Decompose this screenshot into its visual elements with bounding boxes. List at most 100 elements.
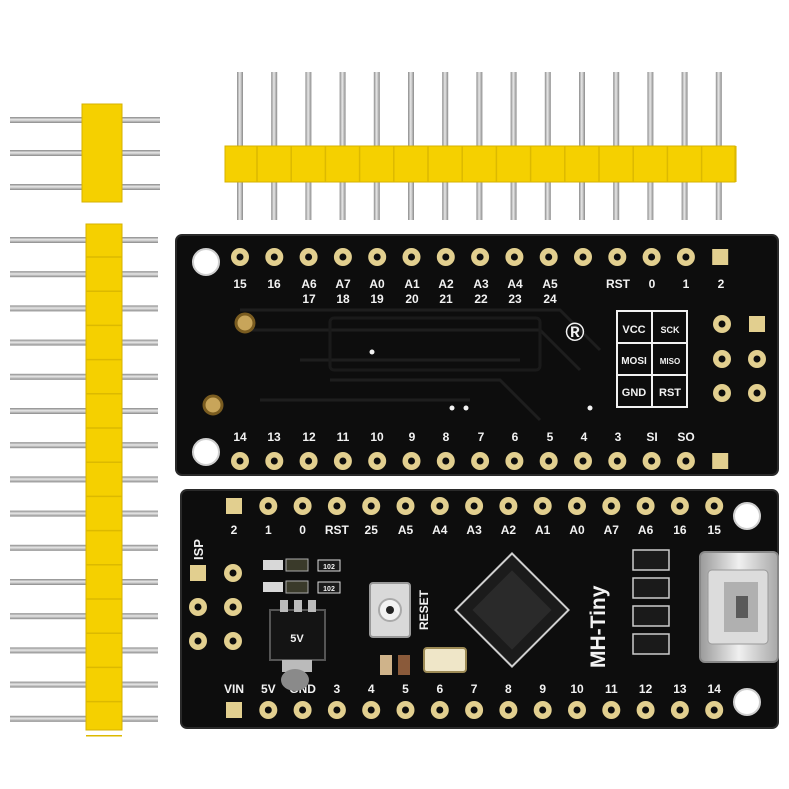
- pin-label: 6: [512, 430, 519, 444]
- pin-label: 5: [547, 430, 554, 444]
- pin-label: A5: [398, 523, 414, 537]
- pin-label: 3: [615, 430, 622, 444]
- isp-label: ISP: [191, 539, 206, 560]
- resonator: [423, 647, 467, 673]
- isp-box: VCC SCK MOSI MISO GND RST: [616, 310, 688, 408]
- pin-label: 3: [334, 682, 341, 696]
- pin-label: VIN: [224, 682, 244, 696]
- pin-label: 20: [405, 292, 419, 306]
- pin-label: 5V: [261, 682, 276, 696]
- micro-usb-port[interactable]: [699, 551, 779, 663]
- pin-label: 14: [233, 430, 247, 444]
- pin-label: SI: [646, 430, 657, 444]
- pin-label: A1: [535, 523, 551, 537]
- pin-label: A4: [432, 523, 448, 537]
- pin-label: 21: [439, 292, 453, 306]
- pin-label: 12: [639, 682, 653, 696]
- header-pin: [10, 579, 158, 585]
- pad-square: [190, 565, 206, 581]
- header-pin: [10, 544, 158, 551]
- pin-label: A6: [638, 523, 654, 537]
- mount-hole: [192, 438, 220, 466]
- mount-hole: [733, 688, 761, 716]
- pin-header-long: [10, 223, 158, 737]
- pin-label: 12: [302, 430, 316, 444]
- pin-label: 25: [365, 523, 379, 537]
- pin-label: A1: [404, 277, 420, 291]
- pad-square: [226, 498, 242, 514]
- isp-gnd-label: GND: [622, 387, 647, 399]
- mount-hole: [733, 502, 761, 530]
- pin-label: 16: [267, 277, 281, 291]
- smd-components: [632, 549, 670, 655]
- pin-label: A2: [438, 277, 454, 291]
- isp-miso-label: MISO: [660, 357, 680, 366]
- pad-square: [712, 249, 729, 265]
- reset-button[interactable]: [369, 582, 411, 638]
- pin-label: 15: [708, 523, 722, 537]
- pin-label: 13: [673, 682, 687, 696]
- voltage-regulator: 5V: [269, 600, 326, 691]
- pin-label: 10: [570, 682, 584, 696]
- header-pin: [10, 613, 158, 620]
- header-pin: [10, 339, 158, 346]
- isp-rst-label: RST: [659, 387, 681, 399]
- pin-label: A4: [507, 277, 523, 291]
- pin-label: A3: [473, 277, 489, 291]
- header-pin: [10, 476, 158, 483]
- pin-label: 10: [370, 430, 384, 444]
- pin-label: A2: [501, 523, 517, 537]
- pad-square: [712, 453, 729, 469]
- pin-label: A6: [301, 277, 317, 291]
- pad-row-bottom: [226, 701, 724, 719]
- pad-row-top: [231, 248, 729, 266]
- pin-label: 17: [302, 292, 316, 306]
- pin-label: 11: [605, 682, 618, 696]
- antenna-pad: [234, 312, 256, 334]
- pin-label: 14: [708, 682, 722, 696]
- antenna-pad: [202, 394, 224, 416]
- pin-label: 7: [471, 682, 478, 696]
- pin-header-15: [224, 72, 737, 220]
- pin-label: 18: [336, 292, 350, 306]
- pin-label: A7: [335, 277, 351, 291]
- pin-label: A7: [604, 523, 620, 537]
- pin-label: 13: [267, 430, 281, 444]
- pad-column-isp: [713, 315, 766, 402]
- pin-label: 8: [443, 430, 450, 444]
- pin-label: A0: [369, 277, 385, 291]
- header-pin: [10, 647, 158, 654]
- pin-label: A5: [542, 277, 558, 291]
- pin-label: 6: [436, 682, 443, 696]
- led-label: 102: [323, 564, 335, 571]
- reset-label: RESET: [417, 589, 431, 630]
- pin-label: 4: [368, 682, 375, 696]
- pin-label: 2: [718, 277, 725, 291]
- header-plastic: [85, 223, 123, 731]
- pin-header-3: [10, 103, 160, 203]
- header-pin: [10, 237, 158, 243]
- header-pin: [10, 271, 158, 278]
- led-resistors: 102 102: [263, 558, 341, 594]
- pin-label: A0: [569, 523, 585, 537]
- header-pin: [10, 442, 158, 449]
- pin-label: 11: [337, 430, 350, 444]
- pin-label: A3: [466, 523, 482, 537]
- pad-row-top: [226, 497, 724, 515]
- header-pin: [10, 510, 158, 517]
- pin-label: 9: [409, 430, 416, 444]
- pad-square: [749, 316, 765, 332]
- pin-label: 0: [299, 523, 306, 537]
- header-pin: [10, 681, 158, 688]
- pin-label: 1: [265, 523, 272, 537]
- pin-label: SO: [677, 430, 694, 444]
- brand-name: MH-Tiny: [587, 585, 610, 668]
- pin-label: 7: [478, 430, 485, 444]
- pin-label: RST: [325, 523, 350, 537]
